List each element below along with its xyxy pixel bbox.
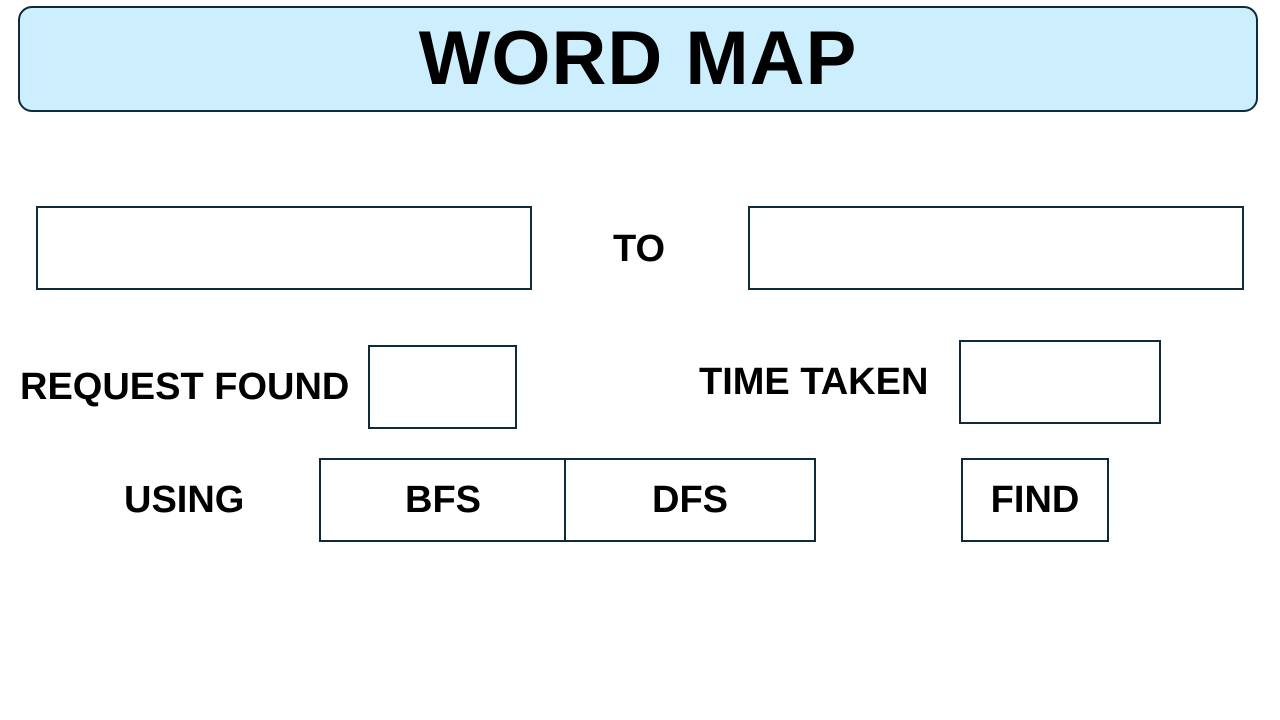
- request-found-output: [368, 345, 517, 429]
- time-taken-label: TIME TAKEN: [699, 361, 929, 403]
- page-title: WORD MAP: [418, 16, 858, 101]
- from-word-input[interactable]: [36, 206, 532, 290]
- dfs-button[interactable]: DFS: [564, 458, 816, 542]
- request-found-label: REQUEST FOUND: [20, 366, 350, 408]
- title-banner: WORD MAP: [18, 6, 1258, 112]
- to-label: TO: [613, 228, 666, 270]
- using-label: USING: [124, 479, 245, 521]
- find-button[interactable]: FIND: [961, 458, 1109, 542]
- time-taken-output: [959, 340, 1161, 424]
- to-word-input[interactable]: [748, 206, 1244, 290]
- bfs-button[interactable]: BFS: [319, 458, 567, 542]
